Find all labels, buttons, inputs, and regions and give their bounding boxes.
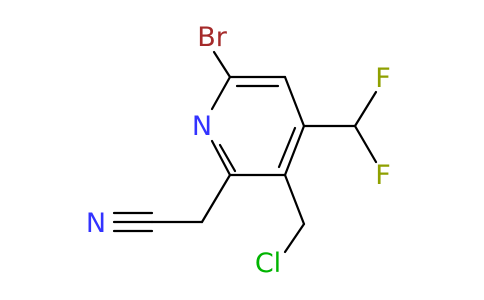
- bond-c3-ch2: [283, 173, 306, 226]
- bond-chf2-f-bottom: [353, 124, 378, 164]
- pyridine-ring: [210, 75, 306, 177]
- atom-cl: Cl: [255, 248, 281, 279]
- bond-c3-c4-inner: [277, 126, 297, 169]
- bond-n1-c2-inner: [218, 143, 237, 173]
- atom-labels: Br N F F N Cl: [86, 22, 391, 279]
- atom-f-bottom: F: [375, 160, 391, 191]
- atom-br: Br: [197, 22, 228, 53]
- bond-chf2-f-top: [353, 90, 378, 128]
- bond-n1-c2: [210, 139, 232, 177]
- atom-f-top: F: [375, 63, 391, 94]
- bond-c3-c4: [283, 124, 306, 177]
- bond-c4-c5: [283, 75, 306, 128]
- atom-n-ring: N: [192, 111, 212, 142]
- bond-c6-br: [212, 50, 232, 79]
- atom-n-nitrile: N: [86, 208, 106, 239]
- bond-c6-n1: [210, 75, 232, 111]
- substituents: [112, 50, 378, 254]
- bond-ch2-cl: [283, 222, 306, 254]
- bond-c2-ch2: [200, 173, 232, 224]
